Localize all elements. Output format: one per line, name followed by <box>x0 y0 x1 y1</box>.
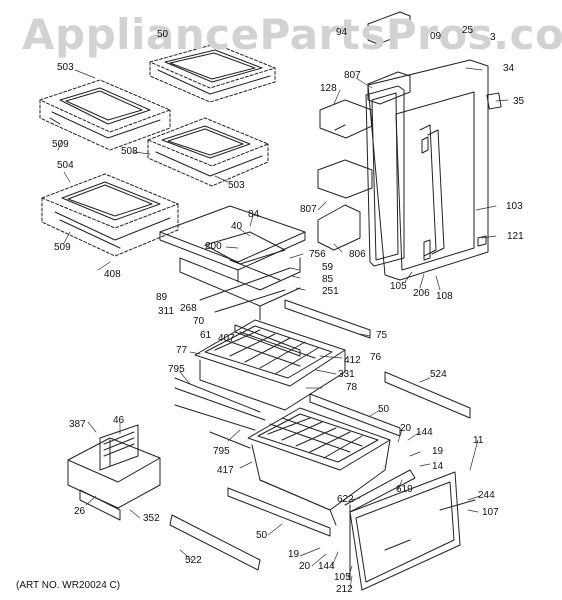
callout-128[interactable]: 128 <box>320 83 337 94</box>
callout-77[interactable]: 77 <box>176 345 188 356</box>
callout-417[interactable]: 417 <box>217 465 234 476</box>
lower-drawer <box>247 407 391 526</box>
callout-619[interactable]: 619 <box>396 484 413 495</box>
snack-pan <box>67 424 161 521</box>
callout-103[interactable]: 103 <box>506 201 523 212</box>
callout-206[interactable]: 206 <box>413 288 430 299</box>
crisper-cover-and-pan <box>159 205 306 321</box>
callout-76[interactable]: 76 <box>370 352 382 363</box>
callout-795[interactable]: 795 <box>213 446 230 457</box>
callout-121[interactable]: 121 <box>507 231 524 242</box>
door-bins <box>317 11 411 251</box>
callout-268[interactable]: 268 <box>180 303 197 314</box>
callout-807[interactable]: 807 <box>344 70 361 81</box>
callout-19[interactable]: 19 <box>432 446 444 457</box>
upper-drawer <box>174 299 371 431</box>
callout-331[interactable]: 331 <box>338 369 355 380</box>
callout-105[interactable]: 105 <box>390 281 407 292</box>
callout-200[interactable]: 200 <box>205 241 222 252</box>
callout-26[interactable]: 26 <box>74 506 86 517</box>
callout-508[interactable]: 508 <box>121 146 138 157</box>
callout-40[interactable]: 40 <box>231 221 243 232</box>
drawer-slides <box>169 371 471 581</box>
callout-14[interactable]: 14 <box>432 461 444 472</box>
callout-387[interactable]: 387 <box>69 419 86 430</box>
callout-50[interactable]: 50 <box>378 404 390 415</box>
callout-503[interactable]: 503 <box>228 180 245 191</box>
callout-107[interactable]: 107 <box>482 507 499 518</box>
callout-59[interactable]: 59 <box>322 262 334 273</box>
callout-806[interactable]: 806 <box>349 249 366 260</box>
callout-244[interactable]: 244 <box>478 490 495 501</box>
callout-46[interactable]: 46 <box>113 415 125 426</box>
callout-795[interactable]: 795 <box>168 364 185 375</box>
callout-807[interactable]: 807 <box>300 204 317 215</box>
callout-105[interactable]: 105 <box>334 572 351 583</box>
callout-34[interactable]: 34 <box>503 63 515 74</box>
freezer-door-front <box>349 471 476 591</box>
callout-509[interactable]: 509 <box>52 139 69 150</box>
callout-352[interactable]: 352 <box>143 513 160 524</box>
callout-3[interactable]: 3 <box>490 32 496 43</box>
callout-94[interactable]: 94 <box>336 27 348 38</box>
callout-144[interactable]: 144 <box>318 561 335 572</box>
callout-09[interactable]: 09 <box>430 31 442 42</box>
callout-212[interactable]: 212 <box>336 584 353 595</box>
callout-20[interactable]: 20 <box>400 423 412 434</box>
callout-61[interactable]: 61 <box>200 330 212 341</box>
shelf-assembly-lower-left <box>41 173 179 257</box>
callout-408[interactable]: 408 <box>104 269 121 280</box>
leader-lines <box>57 67 509 589</box>
callout-85[interactable]: 85 <box>322 274 334 285</box>
callout-84[interactable]: 84 <box>248 209 260 220</box>
callout-509[interactable]: 509 <box>54 242 71 253</box>
callout-756[interactable]: 756 <box>309 249 326 260</box>
callout-50[interactable]: 50 <box>256 530 268 541</box>
callout-19[interactable]: 19 <box>288 549 300 560</box>
fresh-food-door <box>367 59 502 281</box>
callout-412[interactable]: 412 <box>344 355 361 366</box>
callout-50[interactable]: 50 <box>157 29 169 40</box>
callout-504[interactable]: 504 <box>57 160 74 171</box>
callout-25[interactable]: 25 <box>462 25 474 36</box>
callout-35[interactable]: 35 <box>513 96 525 107</box>
shelf-assembly-upper-left <box>39 79 171 151</box>
art-number-caption: (ART NO. WR20024 C) <box>16 580 121 591</box>
callout-75[interactable]: 75 <box>376 330 388 341</box>
callout-11[interactable]: 11 <box>473 435 484 446</box>
callout-251[interactable]: 251 <box>322 286 339 297</box>
callout-144[interactable]: 144 <box>416 427 433 438</box>
door-gasket <box>365 85 405 267</box>
callout-622[interactable]: 622 <box>337 494 354 505</box>
callout-407[interactable]: 407 <box>218 333 235 344</box>
callout-522[interactable]: 522 <box>185 555 202 566</box>
watermark-text: AppliancePartsPros.com <box>22 10 562 59</box>
callout-78[interactable]: 78 <box>346 382 358 393</box>
shelf-assembly-top <box>149 43 276 103</box>
callout-89[interactable]: 89 <box>156 292 168 303</box>
callout-20[interactable]: 20 <box>299 561 311 572</box>
shelf-assembly-middle <box>147 117 269 187</box>
callout-311[interactable]: 311 <box>158 306 174 317</box>
callout-503[interactable]: 503 <box>57 62 74 73</box>
callout-524[interactable]: 524 <box>430 369 447 380</box>
callout-108[interactable]: 108 <box>436 291 453 302</box>
callout-70[interactable]: 70 <box>193 316 205 327</box>
